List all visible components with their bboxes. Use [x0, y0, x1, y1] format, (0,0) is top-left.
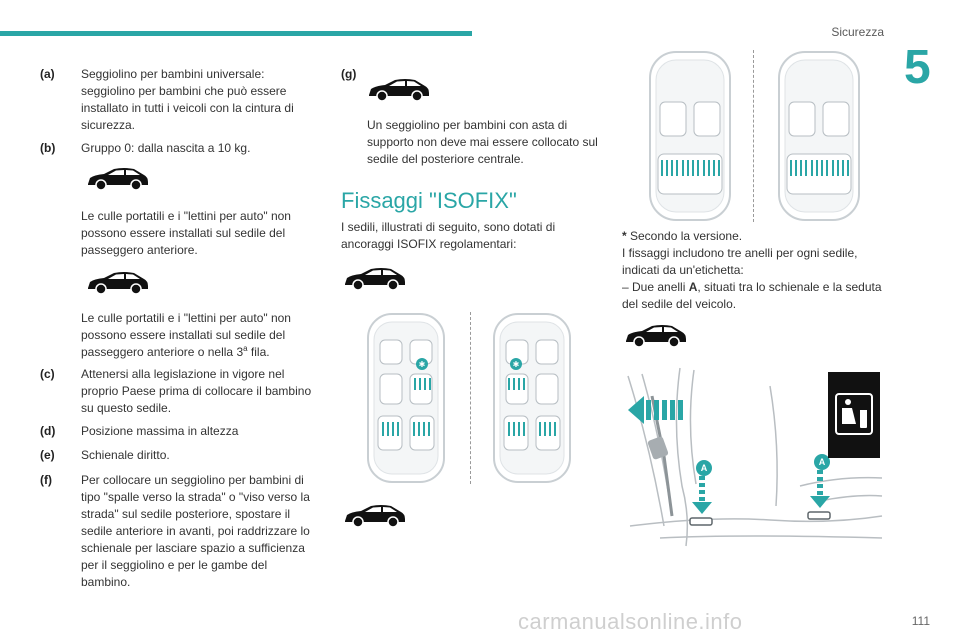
note-bassinet-third-row: Le culle portatili e i "lettini per auto… — [81, 310, 319, 361]
item-label: (c) — [40, 367, 55, 381]
car-icon — [86, 166, 150, 192]
item-label: (b) — [40, 141, 56, 155]
item-text: Schienale diritto. — [81, 448, 170, 462]
chapter-number: 5 — [904, 41, 931, 94]
isofix-heading: Fissaggi "ISOFIX" — [341, 188, 517, 213]
note-bassinet-front: Le culle portatili e i "lettini per auto… — [81, 209, 291, 257]
note-text: Le culle portatili e i "lettini per auto… — [81, 311, 291, 359]
dash-bold: A — [688, 280, 698, 294]
isofix-seat-diagram-left: ✱ — [364, 312, 448, 489]
isofix-seat-diagram-5seat-right — [775, 50, 863, 227]
rings-description: I fissaggi includono tre anelli per ogni… — [622, 246, 858, 277]
note-support-leg: Un seggiolino per bambini con asta di su… — [367, 118, 598, 166]
car-icon — [624, 323, 688, 349]
car-icon — [343, 266, 407, 292]
item-b: (b) Gruppo 0: dalla nascita a 10 kg. — [40, 140, 325, 160]
item-label: (e) — [40, 448, 55, 462]
item-f: (f) Per collocare un seggiolino per bamb… — [40, 472, 325, 592]
note-text-end: fila. — [247, 345, 270, 359]
dash-text: – Due anelli — [622, 280, 689, 294]
item-a: (a) Seggiolino per bambini universale: s… — [40, 66, 325, 136]
isofix-anchor-illustration: A A — [620, 366, 885, 557]
diagram-divider — [753, 50, 754, 222]
car-icon — [86, 270, 150, 296]
version-note-text: Secondo la versione. — [626, 229, 743, 243]
svg-text:✱: ✱ — [419, 360, 426, 369]
item-text: Gruppo 0: dalla nascita a 10 kg. — [81, 141, 251, 155]
isofix-intro: I sedili, illustrati di seguito, sono do… — [341, 220, 556, 251]
item-label: (f) — [40, 473, 52, 487]
header-accent-bar — [0, 31, 472, 36]
page-number: 111 — [911, 614, 930, 628]
anchor-marker-a-right: A — [818, 457, 826, 467]
item-label: (a) — [40, 67, 55, 81]
item-g: (g) — [341, 66, 401, 86]
section-title: Sicurezza — [831, 25, 884, 39]
note-superscript: a — [243, 344, 248, 353]
diagram-divider — [470, 312, 471, 484]
item-text: Per collocare un seggiolino per bambini … — [81, 473, 310, 589]
svg-text:✱: ✱ — [513, 360, 520, 369]
item-text: Posizione massima in altezza — [81, 424, 239, 438]
car-icon — [343, 503, 407, 529]
dash-text-end: , situati tra lo schienale e la seduta d… — [622, 280, 882, 311]
item-text: Attenersi alla legislazione in vigore ne… — [81, 367, 312, 415]
item-text: Seggiolino per bambini universale: seggi… — [81, 67, 294, 132]
anchor-marker-a-left: A — [700, 463, 708, 473]
isofix-seat-diagram-right: ✱ — [490, 312, 574, 489]
rings-dash-item: – Due anelli A, situati tra lo schienale… — [622, 279, 882, 313]
watermark: carmanualsonline.info — [518, 609, 743, 634]
car-icon — [367, 77, 431, 103]
item-d: (d) Posizione massima in altezza — [40, 423, 325, 443]
asterisk: * — [622, 229, 627, 243]
isofix-seat-diagram-5seat-left — [646, 50, 734, 227]
item-c: (c) Attenersi alla legislazione in vigor… — [40, 366, 325, 418]
item-label: (g) — [341, 67, 357, 81]
item-e: (e) Schienale diritto. — [40, 447, 325, 467]
version-note: * Secondo la versione. — [622, 228, 892, 245]
item-label: (d) — [40, 424, 56, 438]
